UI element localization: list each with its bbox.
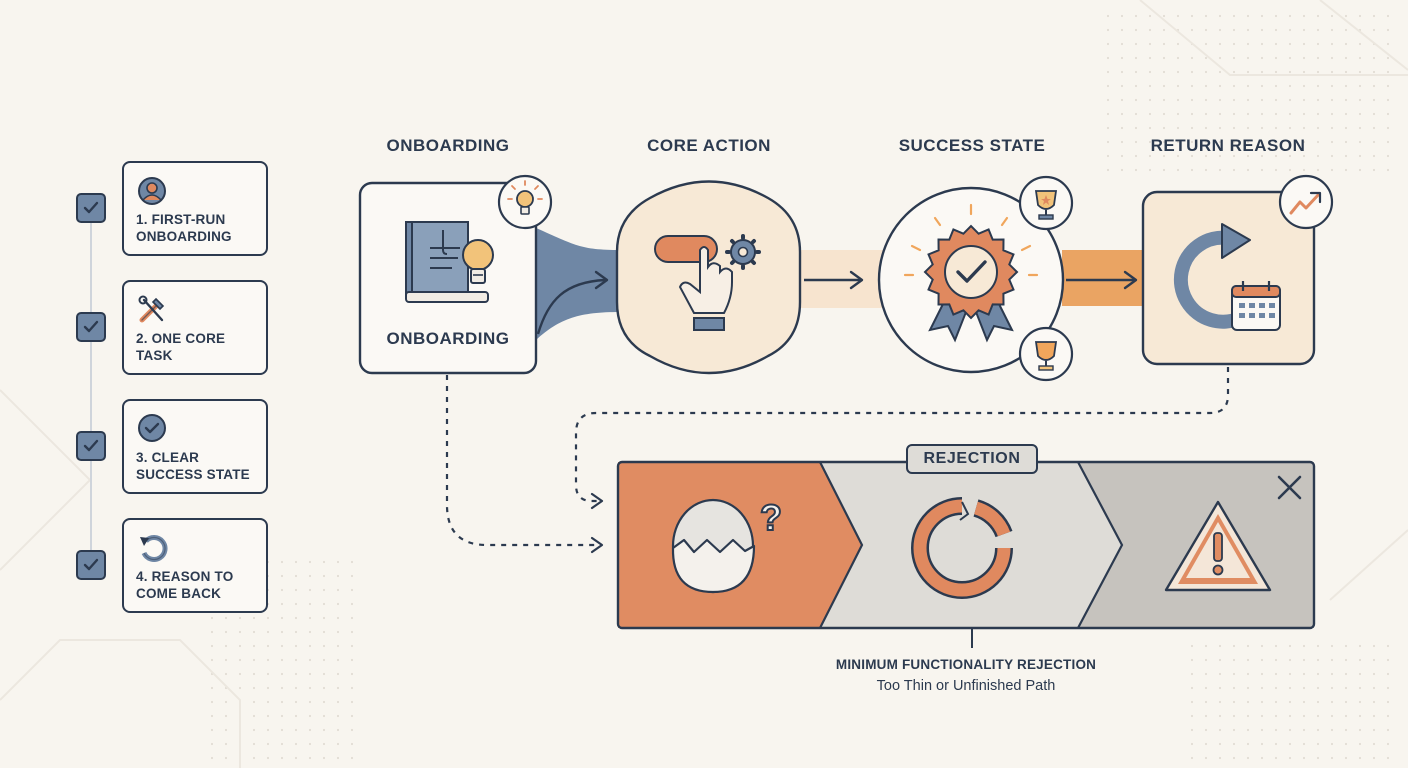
checklist-checkbox-3[interactable] — [76, 431, 106, 461]
checklist-label-3: 3. CLEAR SUCCESS STATE — [136, 450, 250, 482]
broken-egg-icon: ? — [671, 496, 783, 594]
checklist-card-1: 1. FIRST-RUN ONBOARDING — [122, 161, 268, 256]
checklist-card-3: 3. CLEAR SUCCESS STATE — [122, 399, 268, 494]
checklist-label-1: 1. FIRST-RUN ONBOARDING — [136, 212, 232, 244]
checkmark-icon — [83, 320, 99, 333]
checklist-checkbox-2[interactable] — [76, 312, 106, 342]
checklist-card-2: 2. ONE CORE TASK — [122, 280, 268, 375]
tools-icon — [138, 295, 165, 323]
stage-title-onboarding: ONBOARDING — [386, 136, 510, 155]
stage-title-core-action: CORE ACTION — [647, 136, 771, 155]
user-icon — [138, 177, 166, 205]
flow-arrow-1 — [536, 278, 606, 335]
award-ribbon-icon — [923, 224, 1019, 343]
svg-text:?: ? — [760, 497, 782, 538]
undo-icon — [140, 535, 168, 562]
lightbulb-icon — [462, 239, 494, 284]
book-icon — [405, 221, 489, 303]
stage-onboarding-card — [358, 181, 538, 375]
flow-ribbon-orange — [1062, 250, 1144, 306]
rejection-badge: REJECTION — [906, 444, 1038, 474]
checklist-checkbox-1[interactable] — [76, 193, 106, 223]
checkmark-icon — [83, 201, 99, 214]
stage-success-badge-bottom — [1018, 326, 1074, 382]
rejection-bar: ? — [616, 460, 1316, 630]
close-icon[interactable] — [1277, 475, 1302, 500]
rejection-caption-title: MINIMUM FUNCTIONALITY REJECTION — [835, 657, 1097, 672]
stage-title-success-state: SUCCESS STATE — [898, 136, 1046, 155]
checkmark-icon — [83, 558, 99, 571]
stage-title-return-reason: RETURN REASON — [1150, 136, 1306, 155]
stage-core-action-card — [615, 180, 802, 375]
rejection-segment-2 — [820, 462, 1122, 628]
stage-onboarding-badge — [497, 174, 553, 230]
checkmark-icon — [83, 439, 99, 452]
broken-cycle-icon — [911, 497, 1013, 599]
checklist-label-2: 2. ONE CORE TASK — [136, 331, 226, 363]
stage-success-badge-top — [1018, 175, 1074, 231]
checklist-checkbox-4[interactable] — [76, 550, 106, 580]
stage-return-reason-card — [1141, 190, 1316, 366]
gear-icon — [725, 234, 761, 270]
checklist-label-4: 4. REASON TO COME BACK — [136, 569, 234, 601]
stage-success-state-card — [877, 186, 1065, 374]
onboarding-inner-label: ONBOARDING — [386, 329, 510, 348]
warning-icon — [1164, 500, 1272, 592]
tap-button-icon — [654, 235, 733, 331]
rejection-caption-subtitle: Too Thin or Unfinished Path — [876, 678, 1056, 694]
checklist-card-4: 4. REASON TO COME BACK — [122, 518, 268, 613]
check-circle-icon — [138, 414, 166, 442]
calendar-icon — [1231, 281, 1281, 331]
stage-return-badge — [1278, 174, 1334, 230]
